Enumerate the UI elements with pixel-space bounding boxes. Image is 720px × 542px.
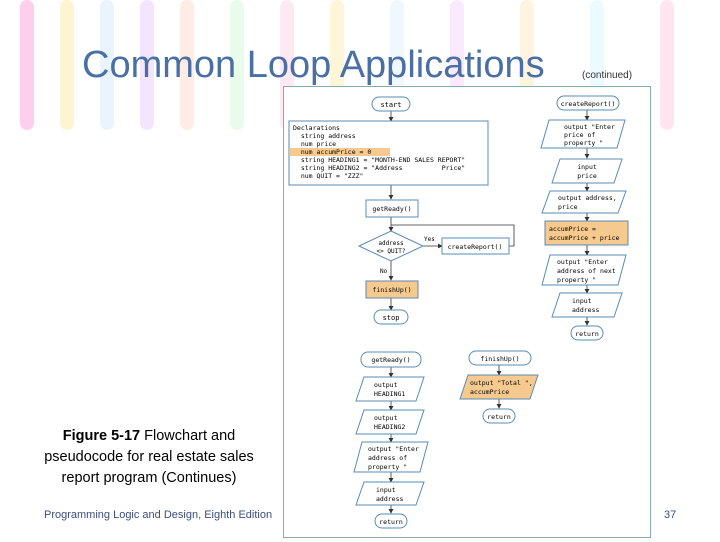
page-number: 37 [664, 509, 677, 521]
accumulate-step [544, 220, 629, 246]
io-label: property " [368, 463, 407, 471]
io-label: price [577, 172, 597, 180]
finish-up-call-label: finishUp() [372, 286, 411, 294]
return-label: return [487, 413, 511, 421]
input-address [551, 292, 623, 318]
io-label: HEADING1 [374, 390, 405, 398]
get-ready-terminal [360, 351, 422, 368]
io-label: output "Enter [564, 123, 615, 131]
declaration-highlight [290, 148, 390, 156]
slide-title: Common Loop Applications [82, 44, 545, 86]
declaration-line: num accumPrice = 0 [293, 148, 371, 156]
process-label: accumPrice = [549, 225, 596, 233]
io-label: property " [564, 139, 603, 147]
io-label: property " [557, 276, 596, 284]
output-enter-address-initial [353, 441, 429, 473]
io-label: output "Enter [557, 258, 608, 266]
caption-figure-number: Figure 5-17 [62, 428, 141, 444]
flowchart-figure: start Declarations string address num pr… [283, 86, 651, 538]
io-label: price [558, 203, 578, 211]
io-label: output "Enter [368, 445, 419, 453]
output-heading2 [355, 409, 425, 435]
declaration-line: Declarations [293, 124, 340, 132]
no-label: No [380, 268, 388, 275]
get-ready-header: getReady() [371, 356, 410, 364]
create-report-call-label: createReport() [448, 243, 503, 251]
io-label: output [374, 414, 398, 422]
create-report-return [570, 325, 604, 341]
declaration-line: string address [293, 132, 356, 140]
finish-up-return [482, 408, 516, 424]
return-label: return [379, 518, 403, 526]
io-label: address [376, 495, 403, 503]
stop-label: stop [383, 314, 400, 322]
input-address-initial [355, 481, 425, 506]
slide-subtitle: (continued) [582, 70, 633, 81]
decision-label: <> QUIT? [377, 248, 406, 255]
declaration-line: num QUIT = "ZZZ" [293, 172, 363, 180]
create-report-call [441, 237, 510, 255]
start-terminal [371, 96, 411, 112]
flowchart-svg: start Declarations string address num pr… [288, 95, 629, 529]
return-label: return [575, 330, 599, 338]
io-label: output "Total ", [470, 379, 533, 387]
io-label: address of next [557, 267, 616, 275]
input-price [551, 158, 623, 184]
footer-text: Programming Logic and Design, Eighth Edi… [44, 509, 273, 521]
caption-text: Flowchart and pseudocode for real estate… [44, 428, 254, 486]
stop-terminal [373, 309, 409, 325]
output-address-price [541, 190, 627, 214]
finish-up-call [365, 280, 419, 299]
io-label: input [572, 297, 592, 305]
declaration-line: string HEADING2 = "Address Price" [293, 164, 465, 172]
output-total [459, 374, 539, 400]
create-report-header: createReport() [561, 100, 616, 108]
output-enter-address [541, 254, 627, 286]
figure-caption: Figure 5-17 Flowchart and pseudocode for… [40, 426, 258, 489]
output-enter-price [540, 119, 626, 149]
decision-label: address [378, 240, 404, 247]
loop-decision [357, 230, 425, 262]
output-heading1 [355, 376, 425, 402]
finish-up-terminal [468, 350, 532, 366]
declaration-line: num price [293, 140, 336, 148]
create-report-terminal [556, 95, 620, 111]
finish-up-header: finishUp() [480, 355, 519, 363]
start-label: start [380, 101, 401, 109]
process-label: accumPrice + price [549, 234, 620, 242]
io-label: input [577, 163, 597, 171]
get-ready-return [374, 513, 408, 529]
declaration-line: string HEADING1 = "MONTH-END SALES REPOR… [293, 156, 465, 164]
get-ready-call-label: getReady() [372, 205, 411, 213]
yes-label: Yes [424, 236, 435, 243]
io-label: input [376, 486, 396, 494]
io-label: accumPrice [470, 388, 509, 396]
io-label: output address, [558, 194, 617, 202]
io-label: HEADING2 [374, 423, 405, 431]
io-label: address [572, 306, 599, 314]
get-ready-call [365, 199, 419, 218]
io-label: output [374, 381, 398, 389]
io-label: price of [564, 131, 595, 139]
io-label: address of [368, 454, 407, 462]
